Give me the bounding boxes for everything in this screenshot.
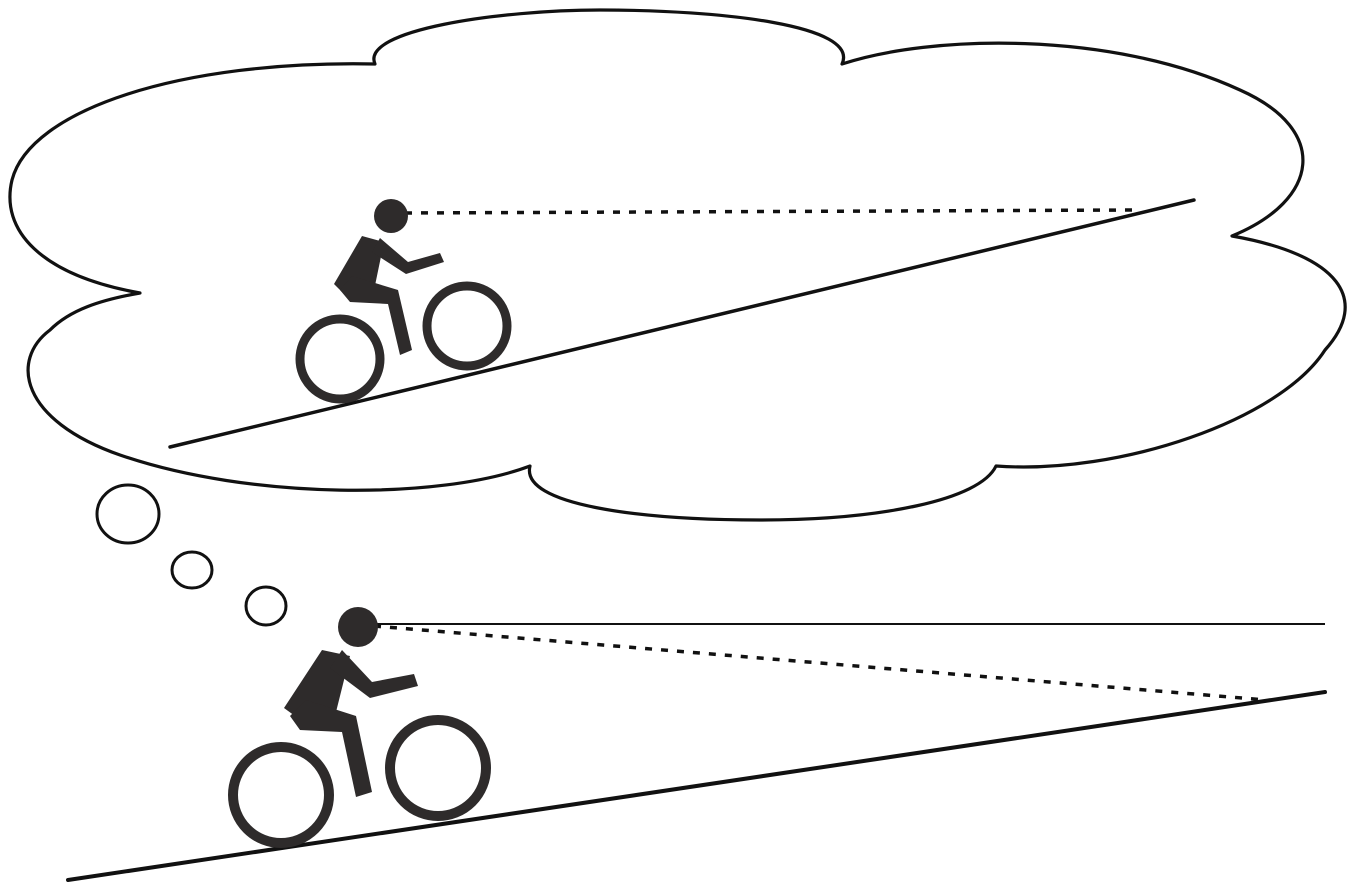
actual-cyclist-head — [338, 607, 378, 647]
imagined-cyclist-arm — [372, 238, 444, 274]
imagined-slope-line — [168, 198, 1196, 449]
thought-bubble-small — [244, 585, 288, 627]
thought-cloud — [8, 8, 1347, 522]
imagined-cyclist-icon — [295, 199, 512, 404]
imagined-sight-line — [404, 208, 1136, 215]
actual-cyclist-rear-wheel — [228, 742, 334, 848]
imagined-cyclist-head — [374, 199, 408, 233]
thought-bubble-medium — [170, 550, 214, 590]
actual-slope-line — [66, 690, 1327, 882]
imagined-cyclist-rear-wheel — [295, 314, 385, 404]
actual-cyclist-icon — [228, 607, 491, 848]
actual-cyclist-arm — [330, 650, 418, 698]
actual-scene — [66, 607, 1327, 882]
imagined-cyclist-leg — [340, 276, 412, 355]
actual-sight-line — [373, 624, 1267, 702]
actual-cyclist-leg — [290, 700, 372, 797]
actual-cyclist-front-wheel — [385, 715, 491, 821]
thought-bubble-large — [95, 483, 161, 545]
imagined-scene — [168, 198, 1196, 449]
thought-cloud-outline — [8, 8, 1347, 522]
thought-bubbles — [95, 483, 288, 627]
imagined-cyclist-front-wheel — [422, 281, 512, 371]
